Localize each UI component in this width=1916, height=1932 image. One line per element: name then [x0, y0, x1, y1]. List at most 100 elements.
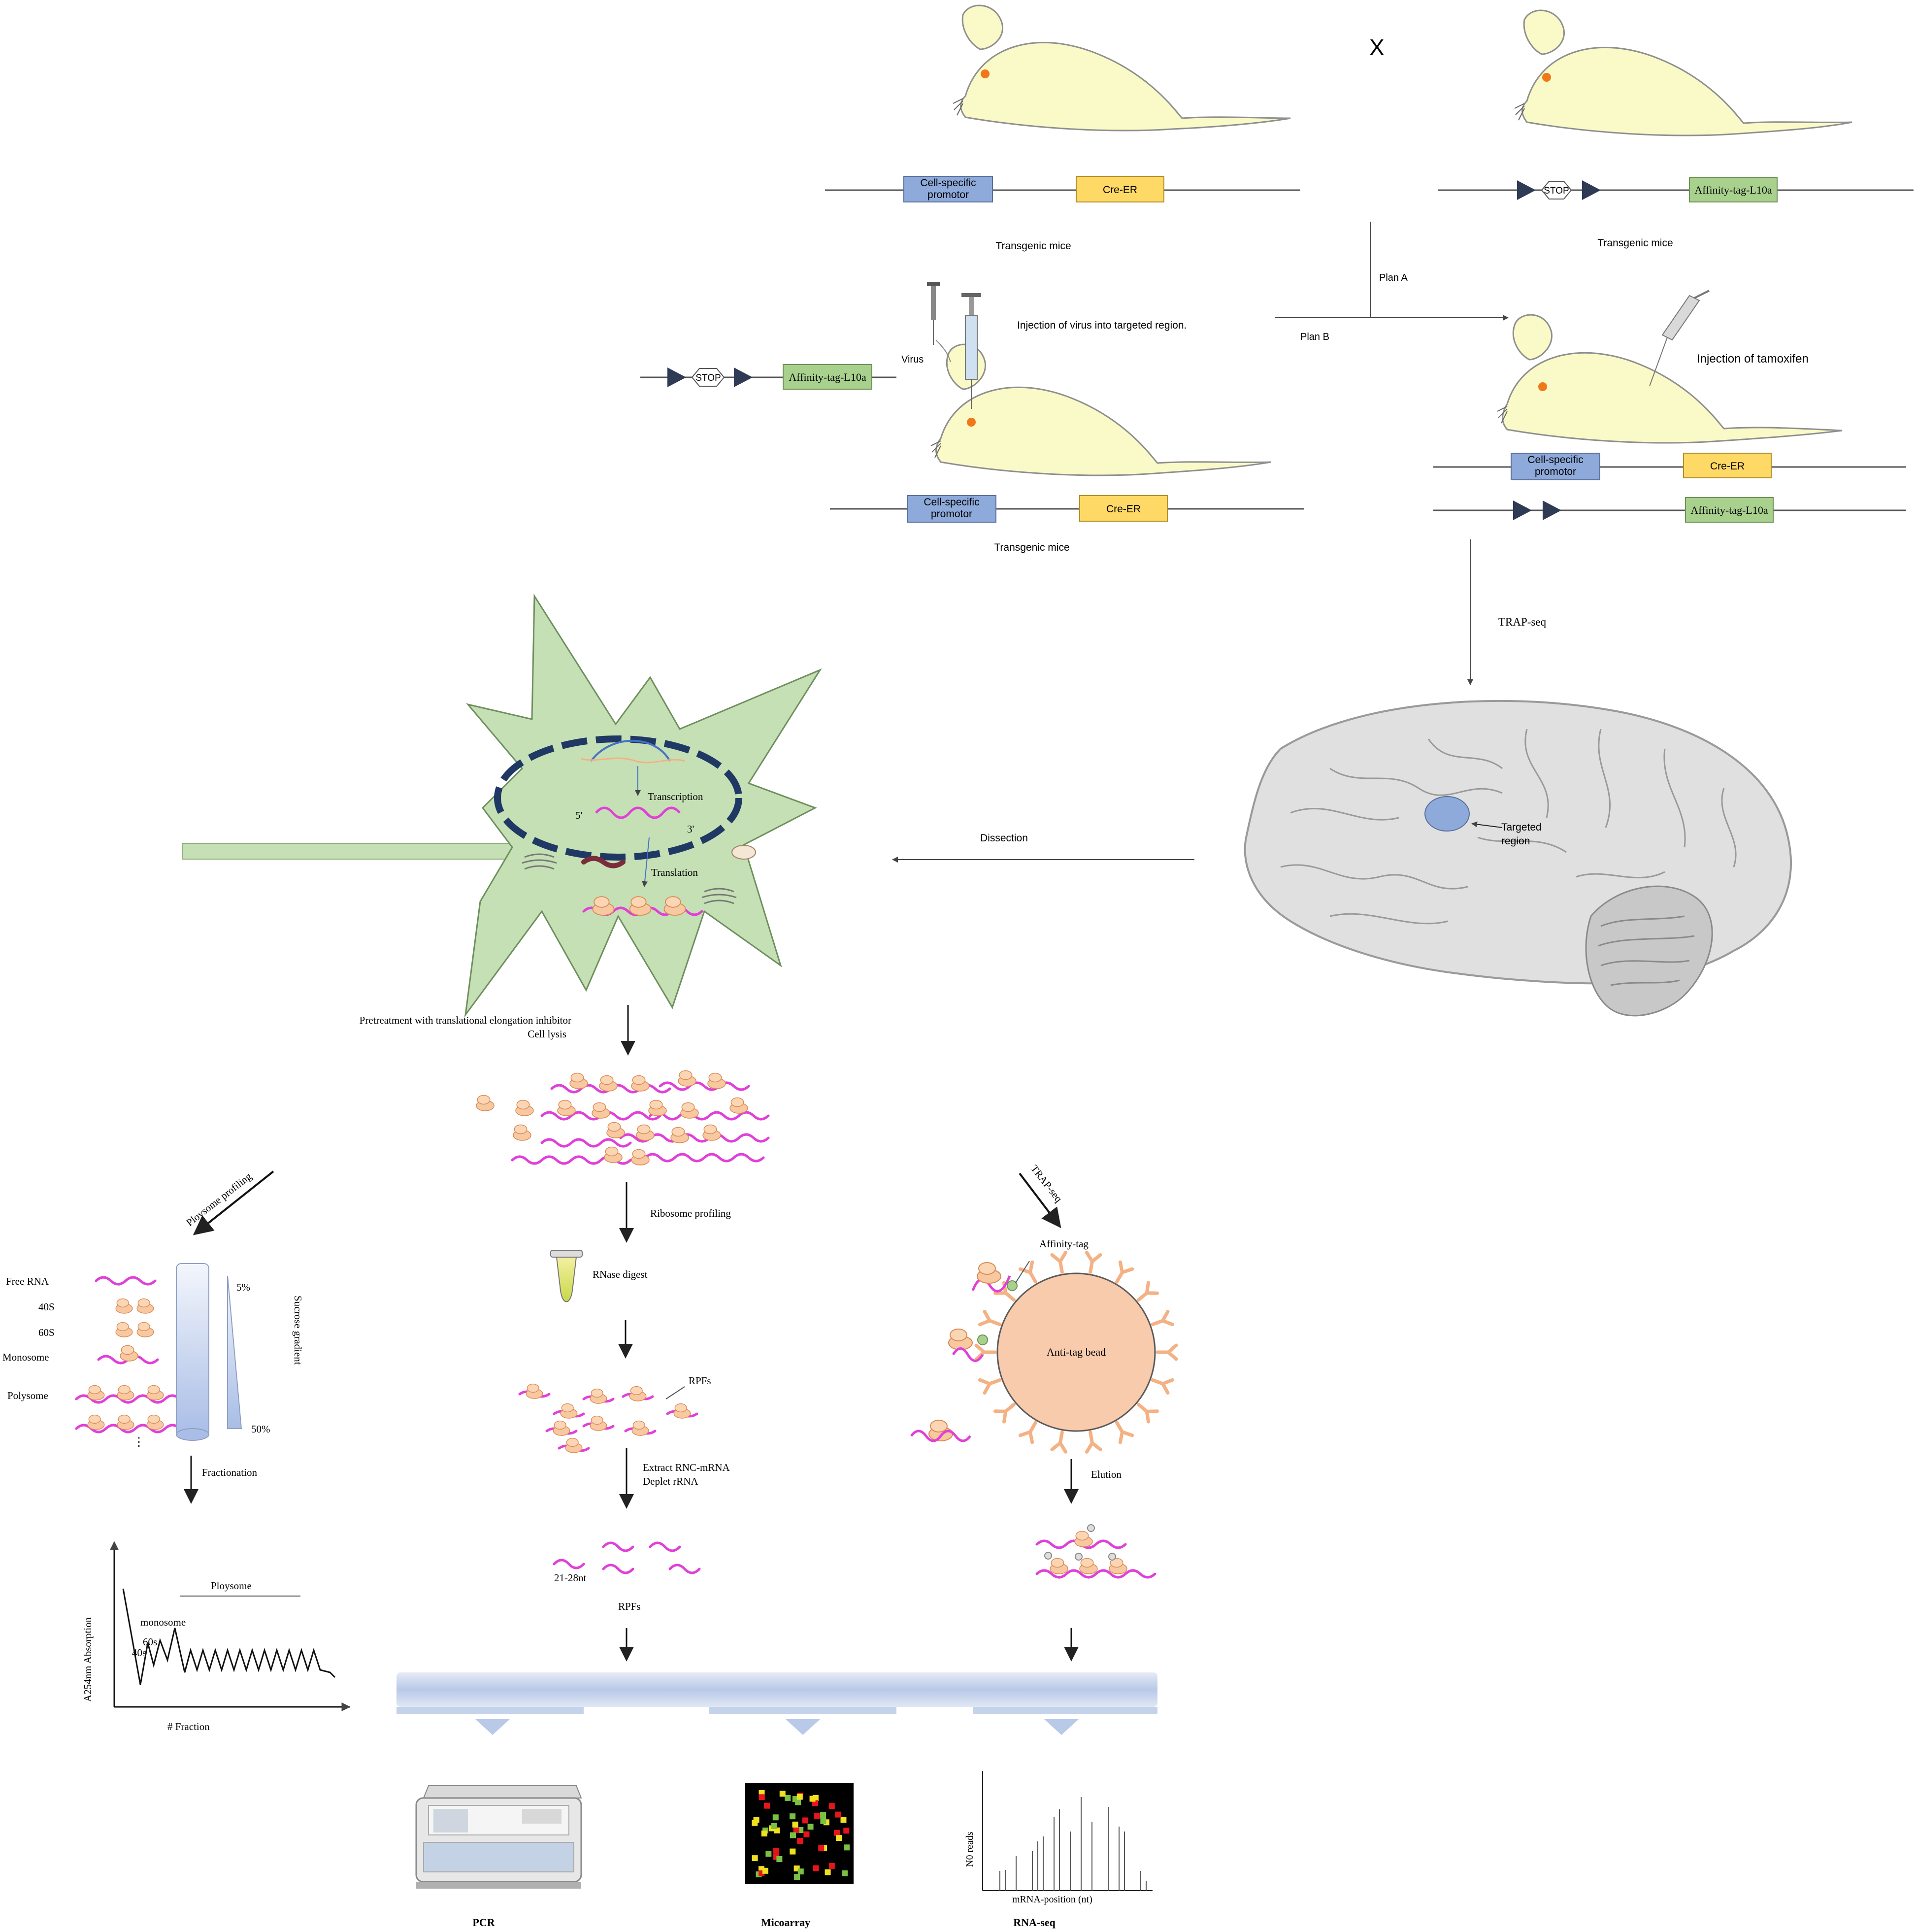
- syringe-icon: [961, 293, 981, 409]
- loxp-triangle: [1513, 500, 1532, 520]
- ribosome: [729, 1097, 748, 1114]
- ribosome: [557, 1099, 576, 1116]
- mrna-strand: [595, 806, 681, 819]
- anti-tag-bead-label: Anti-tag bead: [1047, 1346, 1106, 1358]
- more-polysomes-dots: ⋮: [133, 1436, 145, 1449]
- gradient-bottom-pct: 50%: [251, 1423, 270, 1435]
- virus-injection-label: Injection of virus into targeted region.: [1017, 320, 1187, 331]
- ribosome: [592, 1102, 610, 1119]
- microarray-spot: [793, 1827, 799, 1833]
- antibody-icon: [1111, 1262, 1132, 1285]
- ribosome: [513, 1124, 531, 1141]
- gradient-wedge: [227, 1275, 242, 1429]
- polysome-profiling-label: Ploysome profiling: [184, 1170, 254, 1229]
- ribosome: [1074, 1531, 1093, 1547]
- ribosome: [707, 1072, 726, 1089]
- affinity-tag-label: Affinity-tag-L10a: [1694, 184, 1772, 196]
- ribosome: [117, 1385, 134, 1400]
- elution-label: Elution: [1091, 1468, 1122, 1480]
- dissection-label: Dissection: [980, 833, 1028, 844]
- ribosome: [702, 1124, 721, 1141]
- microarray-spot: [776, 1856, 783, 1862]
- ribosome: [526, 1383, 543, 1399]
- mrna-strand: [602, 1541, 634, 1552]
- ribosome: [146, 1414, 164, 1430]
- trap-seq-column-arrow: [1019, 1172, 1061, 1229]
- ribosome: [590, 1388, 607, 1404]
- ploysome-plot-label: Ploysome: [211, 1580, 252, 1592]
- trap-seq-label: TRAP-seq: [1498, 616, 1547, 628]
- microarray-spot: [790, 1832, 796, 1838]
- ribosome: [1079, 1558, 1098, 1574]
- antibody-icon: [1020, 1419, 1041, 1442]
- microarray-spot: [840, 1817, 847, 1823]
- ribosome: [553, 1420, 570, 1436]
- ribosome: [606, 1122, 625, 1138]
- eppendorf-tube-icon: [550, 1250, 583, 1302]
- tag-dot: [1075, 1553, 1083, 1561]
- loxp-triangle: [667, 367, 686, 387]
- microarray-spot: [825, 1869, 831, 1875]
- microarray-spot: [836, 1835, 842, 1841]
- antibody-icon: [1157, 1345, 1176, 1359]
- cell-lysis-label: Cell lysis: [528, 1028, 566, 1040]
- promotor-box: [903, 176, 993, 202]
- sucrose-tube: [176, 1263, 209, 1436]
- microarray-spot: [771, 1823, 777, 1829]
- affinity-tag-label: Affinity-tag-L10a: [789, 371, 866, 383]
- promotor-box: [1511, 453, 1600, 480]
- organelle-golgi-icon: [701, 888, 737, 904]
- microarray-spot: [790, 1848, 796, 1855]
- fractionation-label: Fractionation: [202, 1466, 257, 1478]
- antibody-icon: [1111, 1419, 1132, 1442]
- mrna-strand: [75, 1424, 196, 1433]
- microarray-spot: [828, 1863, 835, 1869]
- loxp-triangle: [1517, 180, 1536, 200]
- microarray-spot: [752, 1855, 758, 1862]
- mrna-strand: [659, 1081, 750, 1091]
- rnaseq-x-label: mRNA-position (nt): [1012, 1894, 1092, 1905]
- 60s-label: 60S: [38, 1327, 55, 1338]
- microarray-spot: [833, 1830, 840, 1836]
- sucrose-gradient-label: Sucrose gradient: [292, 1296, 304, 1365]
- rpf-cluster: [518, 1383, 698, 1453]
- dna-strand: [581, 757, 685, 764]
- microarray-spot: [803, 1831, 810, 1837]
- cre-er-box: [1683, 453, 1772, 478]
- ribosome: [515, 1099, 534, 1116]
- mrna-strand: [668, 1564, 701, 1574]
- brain-illustration: [1244, 700, 1792, 1017]
- microarray-spot: [807, 1824, 814, 1830]
- gradient-top-pct: 5%: [236, 1281, 250, 1293]
- ribosome: [604, 1146, 623, 1163]
- 40s-label: 40S: [38, 1301, 55, 1313]
- microarray-spot: [765, 1851, 772, 1857]
- antibody-icon: [1052, 1431, 1069, 1452]
- polysome-label: Polysome: [7, 1390, 48, 1401]
- mrna-strand: [540, 1138, 632, 1148]
- stop-label: STOP: [695, 373, 721, 383]
- affinity-tag-box: [1689, 177, 1778, 202]
- ribosome-profiling-label: Ribosome profiling: [650, 1207, 731, 1219]
- translation-label: Translation: [651, 866, 698, 878]
- ribosome: [560, 1403, 578, 1419]
- monosome-plot-label: monosome: [140, 1616, 186, 1628]
- tag-dot: [1108, 1553, 1116, 1561]
- tag-dot: [1087, 1524, 1095, 1532]
- microarray-spot: [797, 1868, 804, 1875]
- microarray-spot: [761, 1831, 767, 1837]
- microarray-spot: [762, 1867, 768, 1874]
- ribosome: [648, 1099, 667, 1116]
- microarray-spot: [828, 1803, 835, 1809]
- microarray-spot: [790, 1813, 796, 1820]
- ribosome: [117, 1414, 134, 1430]
- mrna-strand: [644, 1153, 765, 1163]
- pretreatment-label: Pretreatment with translational elongati…: [360, 1014, 571, 1026]
- microarray-spot: [794, 1874, 800, 1880]
- transgenic-label-left: Transgenic mice: [995, 240, 1071, 252]
- mouse-top-left: [953, 4, 1291, 132]
- loxp-triangle: [1543, 500, 1561, 520]
- lysate-cluster: [476, 1070, 770, 1166]
